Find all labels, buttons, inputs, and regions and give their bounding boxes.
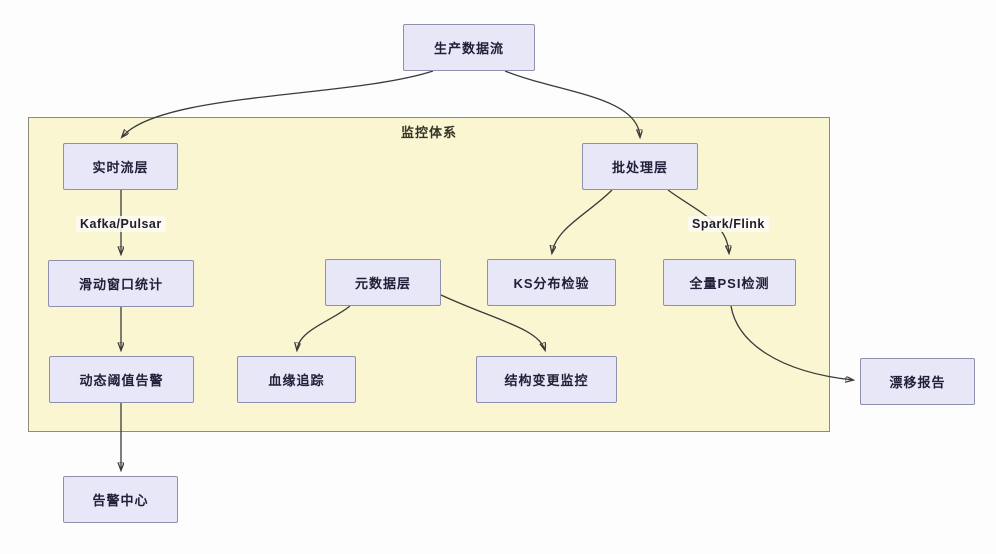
node-full-psi-detection: 全量PSI检测 bbox=[663, 259, 796, 306]
edge-label-kafka-pulsar: Kafka/Pulsar bbox=[76, 216, 166, 232]
node-batch-processing-layer: 批处理层 bbox=[582, 143, 698, 190]
container-title: 监控体系 bbox=[400, 125, 457, 140]
node-lineage-tracking: 血缘追踪 bbox=[237, 356, 356, 403]
edge-label-spark-flink: Spark/Flink bbox=[688, 216, 769, 232]
node-realtime-stream-layer: 实时流层 bbox=[63, 143, 178, 190]
node-sliding-window-stats: 滑动窗口统计 bbox=[48, 260, 194, 307]
node-schema-change-monitoring: 结构变更监控 bbox=[476, 356, 617, 403]
node-dynamic-threshold-alert: 动态阈值告警 bbox=[49, 356, 194, 403]
node-production-data-stream: 生产数据流 bbox=[403, 24, 535, 71]
node-metadata-layer: 元数据层 bbox=[325, 259, 441, 306]
node-alert-center: 告警中心 bbox=[63, 476, 178, 523]
node-ks-distribution-test: KS分布检验 bbox=[487, 259, 616, 306]
node-drift-report: 漂移报告 bbox=[860, 358, 975, 405]
